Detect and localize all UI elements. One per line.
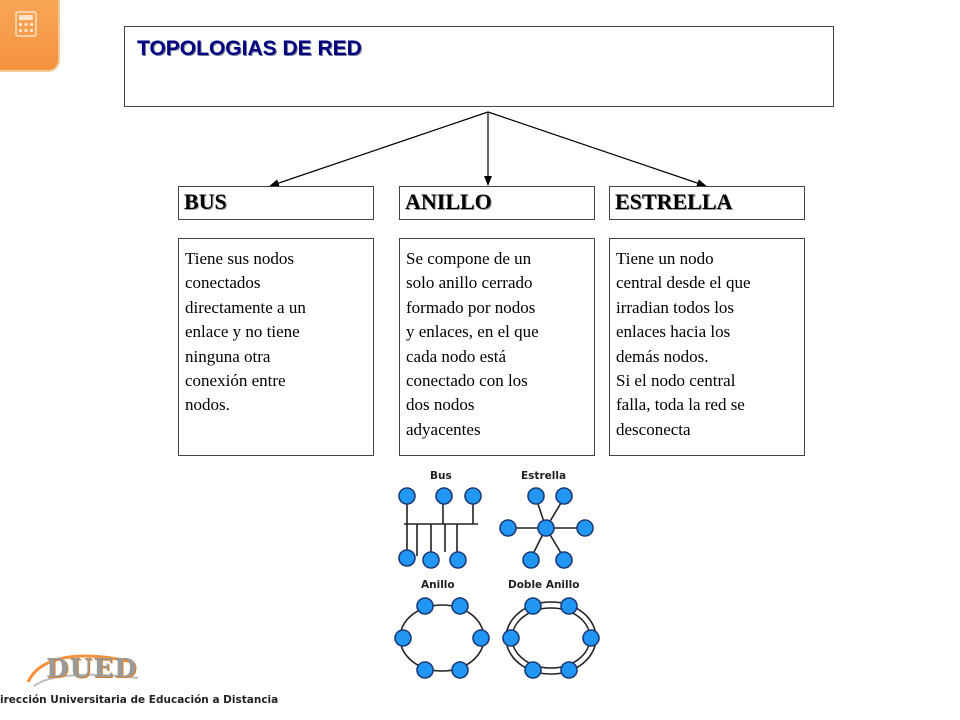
bus-description-box: Tiene sus nodos conectados directamente … (178, 238, 374, 456)
anillo-description: Se compone de un solo anillo cerrado for… (406, 249, 539, 439)
anillo-heading-box: ANILLO (399, 186, 595, 220)
estrella-description: Tiene un nodo central desde el que irrad… (616, 249, 751, 439)
title-box: TOPOLOGIAS DE RED (124, 26, 834, 107)
logo-wordmark: DUED (46, 654, 138, 684)
brand-tile (0, 0, 60, 72)
star-nodes (499, 487, 594, 569)
ring-nodes (394, 597, 490, 679)
estrella-description-box: Tiene un nodo central desde el que irrad… (609, 238, 805, 456)
star-label: Estrella (521, 470, 566, 482)
double-ring-label: Doble Anillo (508, 579, 579, 591)
estrella-heading: ESTRELLA (615, 189, 733, 214)
bus-heading: BUS (184, 189, 227, 214)
ring-label: Anillo (421, 579, 455, 591)
logo-swoosh-icon (26, 654, 139, 687)
footer-caption: irección Universitaria de Educación a Di… (0, 694, 279, 706)
connector-arrows (269, 111, 707, 187)
double-ring-nodes (502, 597, 600, 679)
anillo-description-box: Se compone de un solo anillo cerrado for… (399, 238, 595, 456)
bus-description: Tiene sus nodos conectados directamente … (185, 249, 306, 415)
dued-logo: DUED (20, 652, 145, 692)
slide-title: TOPOLOGIAS DE RED (137, 37, 362, 60)
arrow-to-bus (269, 111, 489, 187)
bus-heading-box: BUS (178, 186, 374, 220)
bus-topology (404, 496, 478, 556)
calculator-icon (15, 11, 37, 37)
estrella-heading-box: ESTRELLA (609, 186, 805, 220)
topology-figure: Bus Estrella (387, 464, 609, 688)
bus-label: Bus (430, 470, 452, 482)
arrow-to-estrella (487, 111, 707, 187)
bus-nodes (398, 487, 482, 569)
anillo-heading: ANILLO (405, 189, 492, 214)
